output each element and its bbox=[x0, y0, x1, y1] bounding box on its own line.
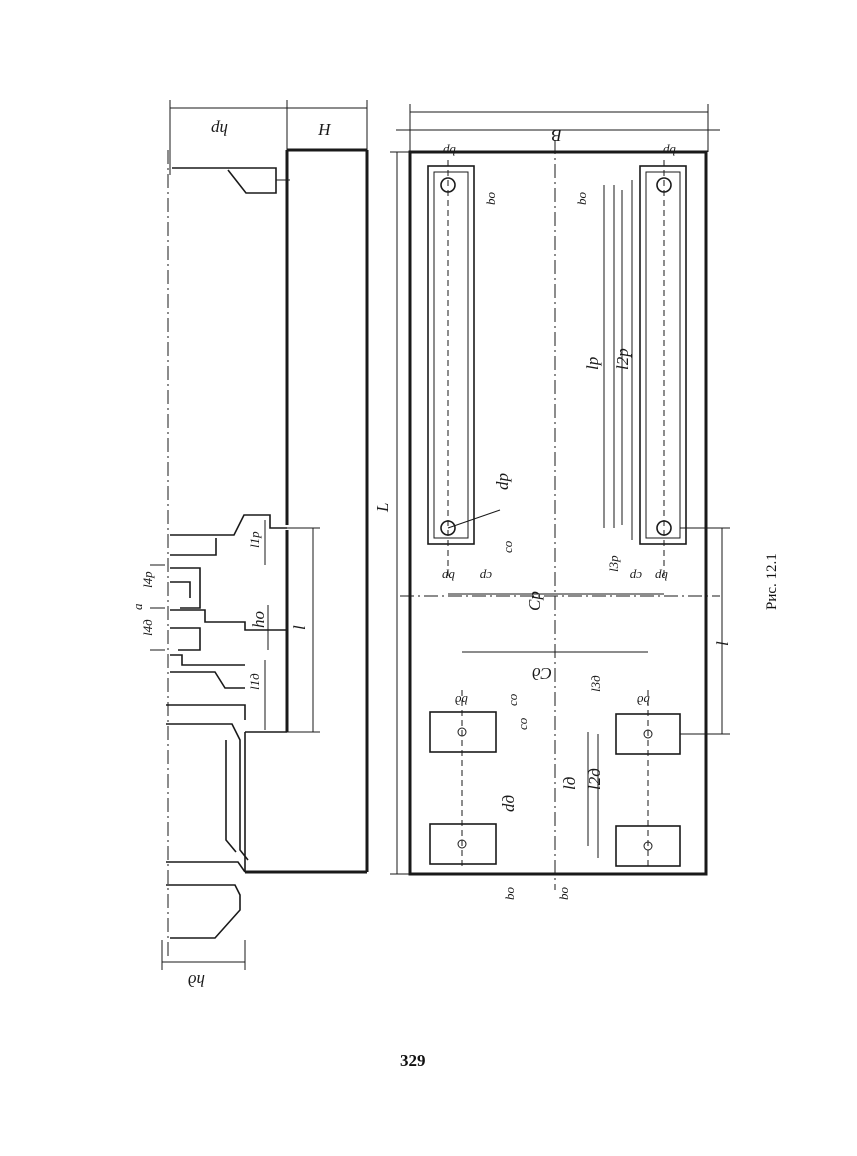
label-bp-top-right: bp bbox=[663, 144, 677, 159]
label-l1d: l1д bbox=[247, 673, 262, 690]
plan-view bbox=[390, 104, 730, 890]
label-bo-top-left: bo bbox=[483, 192, 498, 206]
label-co-bottom-2: co bbox=[515, 717, 530, 730]
label-H: H bbox=[317, 120, 332, 139]
label-bo-top-right: bo bbox=[574, 192, 589, 206]
label-bo-bottom-left: bo bbox=[502, 887, 517, 901]
label-l4d: l4д bbox=[140, 619, 155, 636]
label-ho: ho bbox=[249, 611, 268, 628]
page-number: 329 bbox=[400, 1051, 426, 1071]
label-hd: hд bbox=[188, 971, 206, 990]
label-bo-bottom-right: bo bbox=[556, 887, 571, 901]
label-Cp: Cp bbox=[525, 591, 544, 611]
label-bd-right: bд bbox=[637, 693, 651, 708]
label-dd: dд bbox=[499, 795, 518, 813]
label-ld: lд bbox=[560, 776, 579, 790]
label-l1p: l1p bbox=[247, 531, 262, 548]
label-bp-mid-right: bp bbox=[655, 569, 669, 584]
label-co-bottom: co bbox=[505, 693, 520, 706]
label-l4p: l4p bbox=[140, 571, 155, 588]
label-l3d: l3д bbox=[588, 675, 603, 692]
label-B: B bbox=[551, 126, 562, 145]
label-cp-right: cp bbox=[629, 569, 642, 584]
label-l2p: l2p bbox=[613, 348, 632, 370]
label-l3p: l3p bbox=[606, 555, 621, 572]
label-co-top: co bbox=[500, 540, 515, 553]
label-bp-mid-left: bp bbox=[442, 569, 456, 584]
label-Cd: Cд bbox=[532, 664, 552, 683]
label-bp-top-left: bp bbox=[443, 144, 457, 159]
label-cp-left: cp bbox=[479, 569, 492, 584]
label-hp: hp bbox=[211, 120, 228, 139]
label-a: a bbox=[130, 603, 145, 610]
label-l-side: l bbox=[290, 625, 309, 630]
label-dp: dp bbox=[493, 473, 512, 490]
label-lp: lp bbox=[583, 357, 602, 370]
label-l-plan: l bbox=[713, 641, 732, 646]
figure-caption: Рис. 12.1 bbox=[764, 550, 784, 610]
label-l2d: l2д bbox=[585, 768, 604, 790]
label-L: L bbox=[373, 503, 392, 513]
label-bd-left: bд bbox=[455, 693, 469, 708]
